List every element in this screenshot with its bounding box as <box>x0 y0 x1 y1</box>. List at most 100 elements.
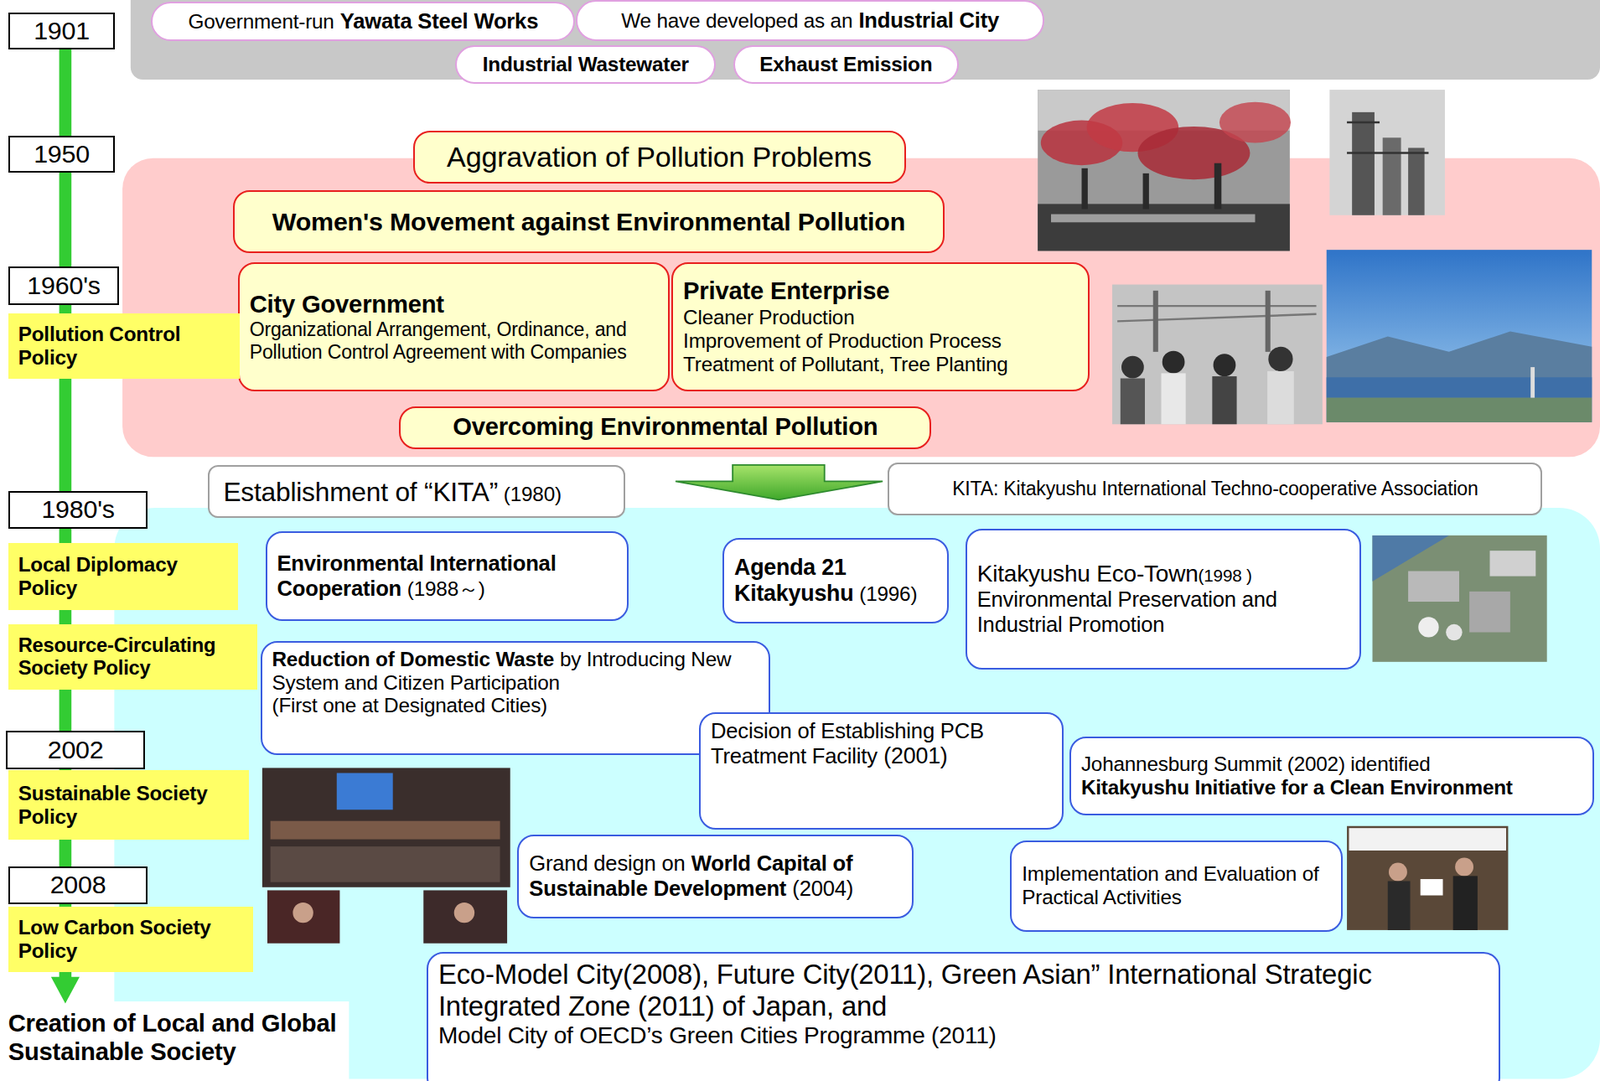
person <box>1213 353 1237 377</box>
tower <box>1382 137 1402 215</box>
event-box: Grand design onWorld Capital of Sustaina… <box>517 834 913 919</box>
photo-ground <box>262 767 511 887</box>
text-block: Aggravation of Pollution Problems <box>424 140 895 174</box>
text-block: 1950 <box>16 139 108 168</box>
tank <box>1418 616 1439 637</box>
event-box: Establishment of “KITA”(1980) <box>207 465 626 518</box>
photo-sky <box>1326 249 1593 423</box>
box-text: Aggravation of Pollution Problems <box>446 140 872 173</box>
box-text: 1960's <box>26 270 100 300</box>
box-subtext: Yawata Steel Works <box>340 9 539 33</box>
event-box: Johannesburg Summit (2002) identifiedKit… <box>1069 736 1595 816</box>
box-text: Sustainable Society Policy <box>18 781 208 829</box>
actor-box: City GovernmentOrganizational Arrangemen… <box>238 262 670 393</box>
text-block: We have developed as anIndustrial City <box>589 8 1031 33</box>
event-pill: We have developed as anIndustrial City <box>575 0 1045 42</box>
text-block: Grand design onWorld Capital of Sustaina… <box>528 851 901 901</box>
screen <box>336 772 394 810</box>
chimney <box>1214 163 1223 210</box>
event-pill: Government-runYawata Steel Works <box>150 1 575 41</box>
box-text: Eco-Model City(2008), Future City(2011),… <box>438 958 1489 1023</box>
box-subtext: (2001) <box>883 743 948 769</box>
text-block: 1960's <box>16 271 112 300</box>
ecotown-photo <box>1372 535 1548 663</box>
box-text: 1950 <box>33 139 90 168</box>
photo-ground <box>1112 284 1323 425</box>
box-text: Low Carbon Society Policy <box>18 916 212 963</box>
policy-label: Pollution Control Policy <box>8 313 240 379</box>
box-text: Grand design on <box>528 851 685 876</box>
outcome-box: Overcoming Environmental Pollution <box>398 406 932 450</box>
text-block: Government-runYawata Steel Works <box>164 9 562 34</box>
person <box>454 902 475 923</box>
building <box>1408 571 1460 603</box>
box-text: Local Diplomacy Policy <box>18 553 178 600</box>
box-subtext: Improvement of Production Process <box>683 329 1078 353</box>
year-box: 2002 <box>5 730 145 770</box>
phase-heading: Aggravation of Pollution Problems <box>413 130 907 184</box>
box-text: Johannesburg Summit (2002) identified <box>1081 752 1583 777</box>
text-block: Eco-Model City(2008), Future City(2011),… <box>438 958 1489 1050</box>
timeline-arrowhead <box>51 977 80 1005</box>
year-box: 2008 <box>8 866 149 905</box>
issue-pill: Industrial Wastewater <box>455 45 716 84</box>
pylon <box>1153 290 1159 353</box>
text-block: Sustainable Society Policy <box>18 781 239 829</box>
text-block: Kitakyushu Eco-Town(1998 )Environmental … <box>977 560 1350 637</box>
chimney <box>1082 168 1088 210</box>
box-text: Establishment of “KITA” <box>222 476 498 508</box>
box-subtext: (1980) <box>503 482 562 506</box>
text-block: Local Diplomacy Policy <box>18 553 228 601</box>
box-subtext: Environmental Preservation and Industria… <box>977 587 1350 637</box>
smoke-photo <box>1037 89 1291 251</box>
year-box: 1980's <box>8 491 149 529</box>
box-subtext: Kitakyushu Initiative for a Clean Enviro… <box>1081 776 1583 800</box>
box-subtext: Cleaner Production <box>683 305 1078 330</box>
year-box: 1960's <box>8 266 120 306</box>
box-text: Agenda 21 Kitakyushu <box>734 554 854 606</box>
box-text: Pollution Control Policy <box>18 322 182 369</box>
text-block: Low Carbon Society Policy <box>18 916 244 964</box>
movement-box: Women's Movement against Environmental P… <box>233 190 945 254</box>
text-block: City GovernmentOrganizational Arrangemen… <box>249 290 658 364</box>
text-block: Decision of Establishing PCB Treatment F… <box>710 719 1052 770</box>
goal-label: Creation of Local and Global Sustainable… <box>8 1009 351 1067</box>
text-block: Johannesburg Summit (2002) identifiedKit… <box>1081 752 1583 800</box>
shore <box>1326 398 1593 423</box>
power-line <box>1117 305 1316 307</box>
box-subtext: (2004) <box>792 876 854 901</box>
sign-board <box>1349 828 1507 851</box>
box-text: Private Enterprise <box>683 277 1078 306</box>
award-photo <box>1346 826 1508 931</box>
text-block: Overcoming Environmental Pollution <box>410 413 920 442</box>
transition-arrow <box>675 465 883 500</box>
box-text: Implementation and Evaluation of Practic… <box>1021 862 1319 909</box>
box-text: We have developed as an <box>621 9 853 32</box>
photo-ground <box>1329 89 1445 216</box>
audience <box>270 846 501 883</box>
person <box>1455 857 1474 876</box>
conference-photo <box>262 767 511 943</box>
tower <box>1351 112 1375 216</box>
box-subtext: (1998 ) <box>1198 565 1253 586</box>
box-text: Government-run <box>188 10 335 33</box>
person <box>1160 372 1186 425</box>
policy-label: Resource-Circulating Society Policy <box>8 624 258 690</box>
smoke-cloud <box>1219 102 1291 144</box>
certificate <box>1420 879 1444 896</box>
movement-photo <box>1112 284 1323 425</box>
tank <box>1445 624 1462 641</box>
era-band <box>130 0 1600 80</box>
text-block: Resource-Circulating Society Policy <box>18 634 248 681</box>
box-subtext: (1988～) <box>407 577 486 601</box>
box-text: Overcoming Environmental Pollution <box>452 413 878 441</box>
scaffold <box>1346 151 1429 154</box>
text-block: Environmental International Cooperation(… <box>277 551 617 601</box>
person <box>1121 356 1145 379</box>
policy-label: Low Carbon Society Policy <box>8 906 254 973</box>
text-block: Women's Movement against Environmental P… <box>244 207 933 237</box>
box-text: Kitakyushu Eco-Town <box>977 560 1199 587</box>
actor-box: Private EnterpriseCleaner ProductionImpr… <box>671 262 1090 393</box>
person <box>1387 880 1411 930</box>
